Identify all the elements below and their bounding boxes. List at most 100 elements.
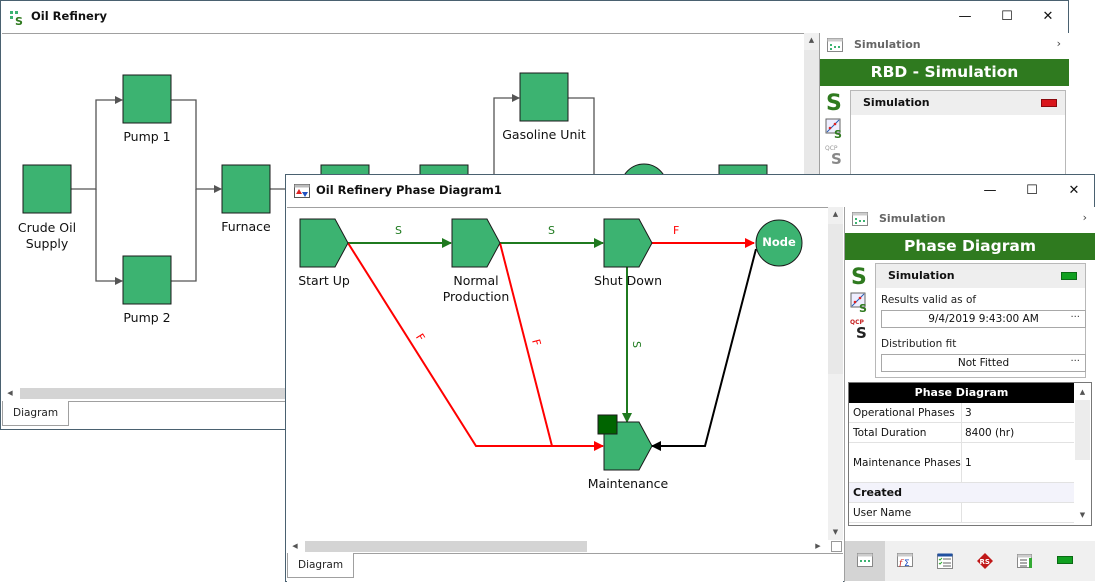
connector bbox=[95, 189, 123, 285]
node-label: Node bbox=[762, 235, 796, 249]
node-circle[interactable] bbox=[755, 219, 803, 267]
rbd-connectors bbox=[71, 94, 595, 285]
connector bbox=[493, 94, 520, 194]
phase-label: Normal Production bbox=[442, 273, 510, 304]
scroll-right-arrow[interactable]: ▶ bbox=[815, 542, 821, 550]
scroll-left-arrow[interactable]: ◀ bbox=[292, 542, 298, 550]
scroll-left-arrow[interactable]: ◀ bbox=[7, 389, 13, 397]
scroll-up-arrow[interactable]: ▲ bbox=[832, 210, 839, 218]
phase-canvas[interactable]: S S F F F S Node Start Up Normal Product… bbox=[287, 207, 828, 540]
block-label: Furnace bbox=[221, 219, 271, 234]
svg-text:S: S bbox=[856, 324, 867, 339]
title-bar[interactable]: S Oil Refinery — ☐ ✕ bbox=[1, 1, 1068, 32]
edge-label: S bbox=[548, 224, 555, 237]
svg-text:QCP: QCP bbox=[850, 319, 865, 326]
minimize-button[interactable]: — bbox=[958, 9, 972, 24]
scroll-up-arrow[interactable]: ▲ bbox=[808, 36, 815, 44]
rs-button[interactable]: RS bbox=[965, 541, 1005, 581]
side-panel-header[interactable]: Simulation › bbox=[845, 207, 1095, 231]
property-row[interactable]: User Name bbox=[849, 503, 1074, 523]
chevron-right-icon[interactable]: › bbox=[1056, 37, 1061, 50]
scroll-corner bbox=[831, 541, 842, 552]
plot-s-icon[interactable]: S bbox=[850, 291, 872, 313]
svg-text:S: S bbox=[859, 302, 867, 313]
scroll-down-arrow[interactable]: ▼ bbox=[1079, 511, 1086, 519]
phase-diagram-icon bbox=[294, 184, 310, 198]
maintenance-marker bbox=[597, 414, 618, 435]
status-indicator-button[interactable] bbox=[1045, 541, 1085, 581]
settings-list-button[interactable] bbox=[1005, 541, 1045, 581]
block-label: Pump 1 bbox=[123, 129, 171, 144]
edge-normal-maintenance[interactable] bbox=[499, 242, 553, 447]
scroll-thumb[interactable] bbox=[828, 224, 843, 374]
diagram-view-button[interactable] bbox=[845, 541, 885, 581]
plot-s-icon[interactable]: S bbox=[825, 117, 847, 139]
window-title: Oil Refinery Phase Diagram1 bbox=[316, 183, 502, 197]
properties-scrollbar[interactable]: ▲ ▼ bbox=[1075, 383, 1090, 525]
phase-shut-down[interactable] bbox=[603, 218, 653, 268]
phase-label: Start Up bbox=[298, 273, 350, 288]
maximize-button[interactable]: ☐ bbox=[1026, 183, 1038, 198]
maximize-button[interactable]: ☐ bbox=[1001, 9, 1013, 24]
window-title: Oil Refinery bbox=[31, 9, 107, 23]
rs-logo-icon: RS bbox=[977, 553, 993, 569]
block-crude-oil-supply[interactable] bbox=[22, 164, 72, 214]
svg-text:RS: RS bbox=[980, 558, 990, 566]
block-gasoline-unit[interactable] bbox=[519, 72, 569, 122]
phase-label: Shut Down bbox=[593, 273, 663, 288]
edge-label: F bbox=[673, 224, 680, 237]
qcp-s-icon[interactable]: QCP S bbox=[825, 143, 847, 165]
ellipsis-button[interactable]: ··· bbox=[1070, 356, 1080, 367]
close-button[interactable]: ✕ bbox=[1042, 9, 1054, 24]
block-label: Pump 2 bbox=[123, 310, 171, 325]
svg-text:QCP: QCP bbox=[825, 145, 838, 152]
qcp-s-icon[interactable]: QCP S bbox=[850, 317, 872, 339]
property-row[interactable]: Total Duration 8400 (hr) bbox=[849, 423, 1074, 443]
phase-side-panel: Simulation › Phase Diagram S S QCP S Sim… bbox=[844, 207, 1095, 582]
tab-diagram[interactable]: Diagram bbox=[2, 401, 70, 426]
block-pump-1[interactable] bbox=[122, 74, 172, 124]
phase-start-up[interactable] bbox=[299, 218, 349, 268]
title-bar[interactable]: Oil Refinery Phase Diagram1 — ☐ ✕ bbox=[286, 175, 1094, 206]
svg-text:Σ: Σ bbox=[904, 559, 910, 567]
svg-text:S: S bbox=[851, 265, 867, 287]
distribution-fit-field[interactable]: Not Fitted ··· bbox=[881, 354, 1086, 372]
svg-text:S: S bbox=[15, 15, 23, 25]
edge-startup-maintenance[interactable] bbox=[347, 242, 604, 451]
checklist-button[interactable] bbox=[925, 541, 965, 581]
connector bbox=[170, 99, 222, 193]
scroll-thumb[interactable] bbox=[305, 541, 587, 552]
distribution-fit-label: Distribution fit bbox=[881, 338, 957, 350]
scroll-thumb[interactable] bbox=[1075, 400, 1090, 460]
ellipsis-button[interactable]: ··· bbox=[1070, 312, 1080, 323]
results-valid-label: Results valid as of bbox=[881, 294, 977, 306]
scroll-up-arrow[interactable]: ▲ bbox=[1079, 388, 1086, 396]
results-valid-field[interactable]: 9/4/2019 9:43:00 AM ··· bbox=[881, 310, 1086, 328]
phase-edges bbox=[347, 238, 757, 451]
simulation-s-icon[interactable]: S bbox=[825, 91, 847, 113]
horizontal-scrollbar[interactable]: ◀ ▶ bbox=[287, 539, 828, 554]
edge-label: S bbox=[395, 224, 402, 237]
property-row[interactable]: Maintenance Phases 1 bbox=[849, 443, 1074, 483]
vertical-scrollbar[interactable]: ▲ ▼ bbox=[828, 207, 843, 540]
properties-header: Phase Diagram bbox=[849, 383, 1074, 403]
scroll-down-arrow[interactable]: ▼ bbox=[832, 528, 839, 536]
block-furnace[interactable] bbox=[221, 164, 271, 214]
phase-normal-production[interactable] bbox=[451, 218, 501, 268]
tab-diagram[interactable]: Diagram bbox=[287, 553, 355, 578]
block-pump-2[interactable] bbox=[122, 255, 172, 305]
minimize-button[interactable]: — bbox=[983, 183, 997, 198]
side-panel-header[interactable]: Simulation › bbox=[820, 33, 1069, 57]
svg-text:f: f bbox=[898, 559, 904, 567]
diagram-view-icon bbox=[852, 212, 868, 226]
close-button[interactable]: ✕ bbox=[1068, 183, 1080, 198]
edge-node-maintenance[interactable] bbox=[651, 248, 757, 451]
property-row[interactable]: Operational Phases 3 bbox=[849, 403, 1074, 423]
simulation-s-icon[interactable]: S bbox=[850, 265, 872, 287]
rbd-diagram-icon: S bbox=[10, 11, 23, 25]
chevron-right-icon[interactable]: › bbox=[1082, 211, 1087, 224]
edge-label: S bbox=[629, 341, 643, 348]
